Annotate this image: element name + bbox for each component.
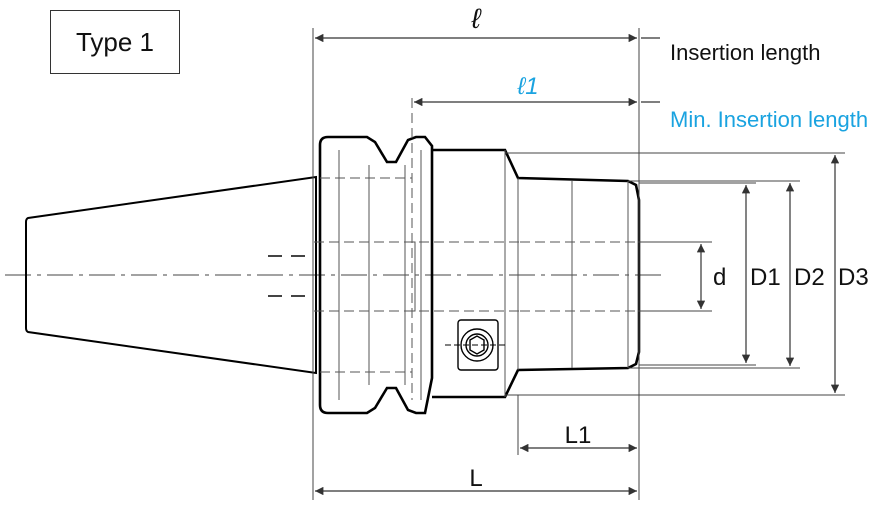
label-min-insertion-length: Min. Insertion length [670, 107, 868, 132]
label-L: L [469, 465, 482, 492]
label-insertion-length: Insertion length [670, 40, 820, 65]
pull-stud-marks [268, 255, 305, 297]
label-d: d [713, 264, 726, 291]
holder-body [432, 148, 641, 399]
type-label: Type 1 [75, 26, 155, 57]
hidden-lines [314, 98, 638, 400]
type-label-box: Type 1 [50, 10, 180, 74]
label-D1: D1 [750, 264, 781, 291]
extension-lines [312, 28, 845, 500]
label-D2: D2 [794, 264, 825, 291]
label-l1: ℓ1 [516, 73, 538, 100]
taper-shank [25, 175, 317, 375]
label-D3: D3 [838, 264, 869, 291]
flange [318, 135, 434, 415]
set-screw-icon [445, 319, 505, 371]
label-L1: L1 [565, 422, 592, 449]
label-l: ℓ [470, 3, 482, 34]
